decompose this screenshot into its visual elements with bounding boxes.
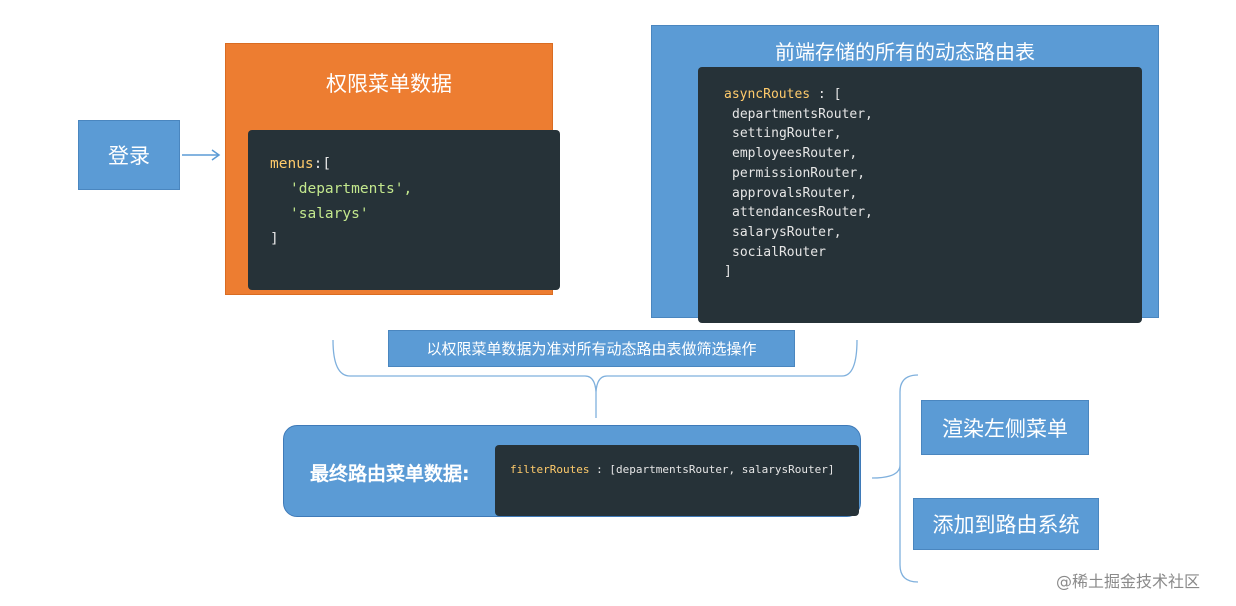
- filter-banner: 以权限菜单数据为准对所有动态路由表做筛选操作: [388, 330, 795, 367]
- route-item: employeesRouter,: [732, 146, 858, 162]
- final-data-label: 最终路由菜单数据:: [310, 463, 470, 485]
- route-item: settingRouter,: [732, 126, 842, 142]
- menus-key: menus: [270, 156, 314, 172]
- filter-routes-code-block: filterRoutes : [departmentsRouter, salar…: [495, 445, 859, 516]
- route-item: departmentsRouter,: [732, 106, 873, 122]
- menus-close: ]: [270, 231, 279, 247]
- route-item: attendancesRouter,: [732, 205, 873, 221]
- menus-open: :[: [313, 156, 332, 172]
- route-item: approvalsRouter,: [732, 185, 858, 201]
- async-routes-title: 前端存储的所有的动态路由表: [775, 40, 1035, 64]
- route-item: salarysRouter,: [732, 224, 842, 240]
- async-routes-code-block: asyncRoutes : [ departmentsRouter, setti…: [698, 67, 1142, 323]
- login-label: 登录: [108, 144, 150, 168]
- menus-item-salarys: 'salarys': [290, 206, 369, 222]
- route-item: permissionRouter,: [732, 165, 866, 181]
- add-route-label: 添加到路由系统: [932, 513, 1080, 537]
- filter-routes-key: filterRoutes: [510, 463, 590, 476]
- async-routes-open: : [: [810, 87, 842, 102]
- async-routes-key: asyncRoutes: [724, 87, 811, 102]
- async-routes-close: ]: [724, 264, 732, 280]
- menus-code-block: menus:[ 'departments', 'salarys' ]: [248, 130, 560, 290]
- split-brace: [871, 374, 919, 583]
- menus-item-departments: 'departments',: [290, 181, 413, 197]
- filter-banner-label: 以权限菜单数据为准对所有动态路由表做筛选操作: [426, 340, 757, 358]
- route-item: socialRouter: [732, 244, 826, 260]
- async-routes-panel: 前端存储的所有的动态路由表 asyncRoutes : [ department…: [651, 25, 1159, 323]
- login-arrow-head: [211, 149, 221, 161]
- merge-brace: [332, 339, 858, 418]
- add-route-box: 添加到路由系统: [913, 498, 1099, 550]
- permission-menu-panel: 权限菜单数据 menus:[ 'departments', 'salarys' …: [225, 43, 560, 295]
- permission-menu-title: 权限菜单数据: [326, 72, 452, 96]
- final-data-box: 最终路由菜单数据: filterRoutes : [departmentsRou…: [283, 425, 861, 517]
- login-box: 登录: [78, 120, 180, 190]
- filter-routes-value: : [departmentsRouter, salarysRouter]: [589, 463, 835, 476]
- watermark: @稀土掘金技术社区: [1056, 572, 1201, 591]
- render-menu-label: 渲染左侧菜单: [942, 416, 1068, 441]
- render-menu-box: 渲染左侧菜单: [921, 400, 1089, 455]
